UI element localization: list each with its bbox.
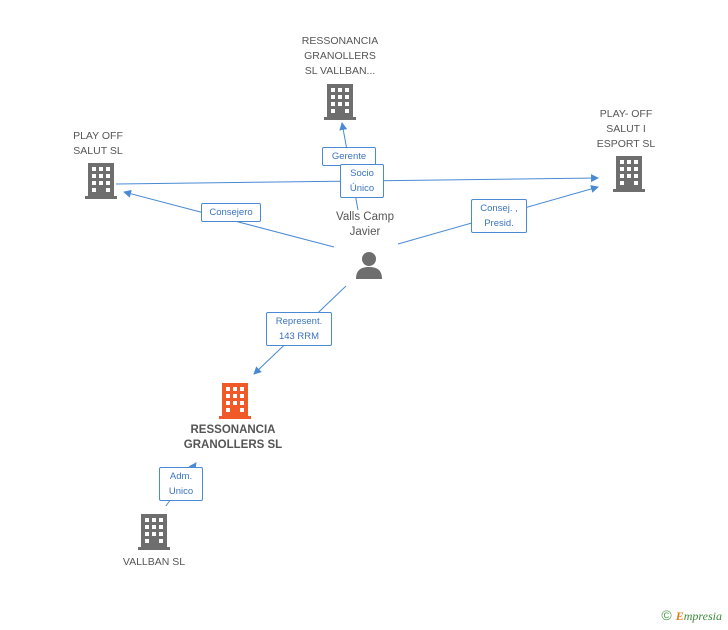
edge-label-adm-unico: Adm. Unico [159,467,203,501]
building-icon-highlighted[interactable] [219,383,251,419]
edge-label-socio-unico: Socio Único [340,164,384,198]
edge-label-consejero: Consejero [201,203,261,222]
node-label-person[interactable]: Valls Camp Javier [336,211,394,238]
empresia-logo[interactable]: ©Empresia [661,607,722,623]
building-icon[interactable] [85,163,117,199]
node-label-vallban[interactable]: VALLBAN SL [122,556,186,568]
building-icon[interactable] [613,156,645,192]
node-label-play-off-salut[interactable]: PLAY OFF SALUT SL [73,130,123,157]
node-label-ressonancia-vallban[interactable]: RESSONANCIA GRANOLLERS SL VALLBAN... [301,35,379,77]
building-icon[interactable] [138,514,170,550]
node-label-ressonancia-granollers[interactable]: RESSONANCIA GRANOLLERS SL [183,424,283,451]
copyright-icon: © [661,607,672,623]
person-icon[interactable] [354,250,384,280]
edge-label-represent: Represent. 143 RRM [266,312,332,346]
building-icon[interactable] [324,84,356,120]
node-label-play-off-salut-esport[interactable]: PLAY- OFF SALUT I ESPORT SL [596,108,656,150]
edge-label-consej-presid: Consej. , Presid. [471,199,527,233]
